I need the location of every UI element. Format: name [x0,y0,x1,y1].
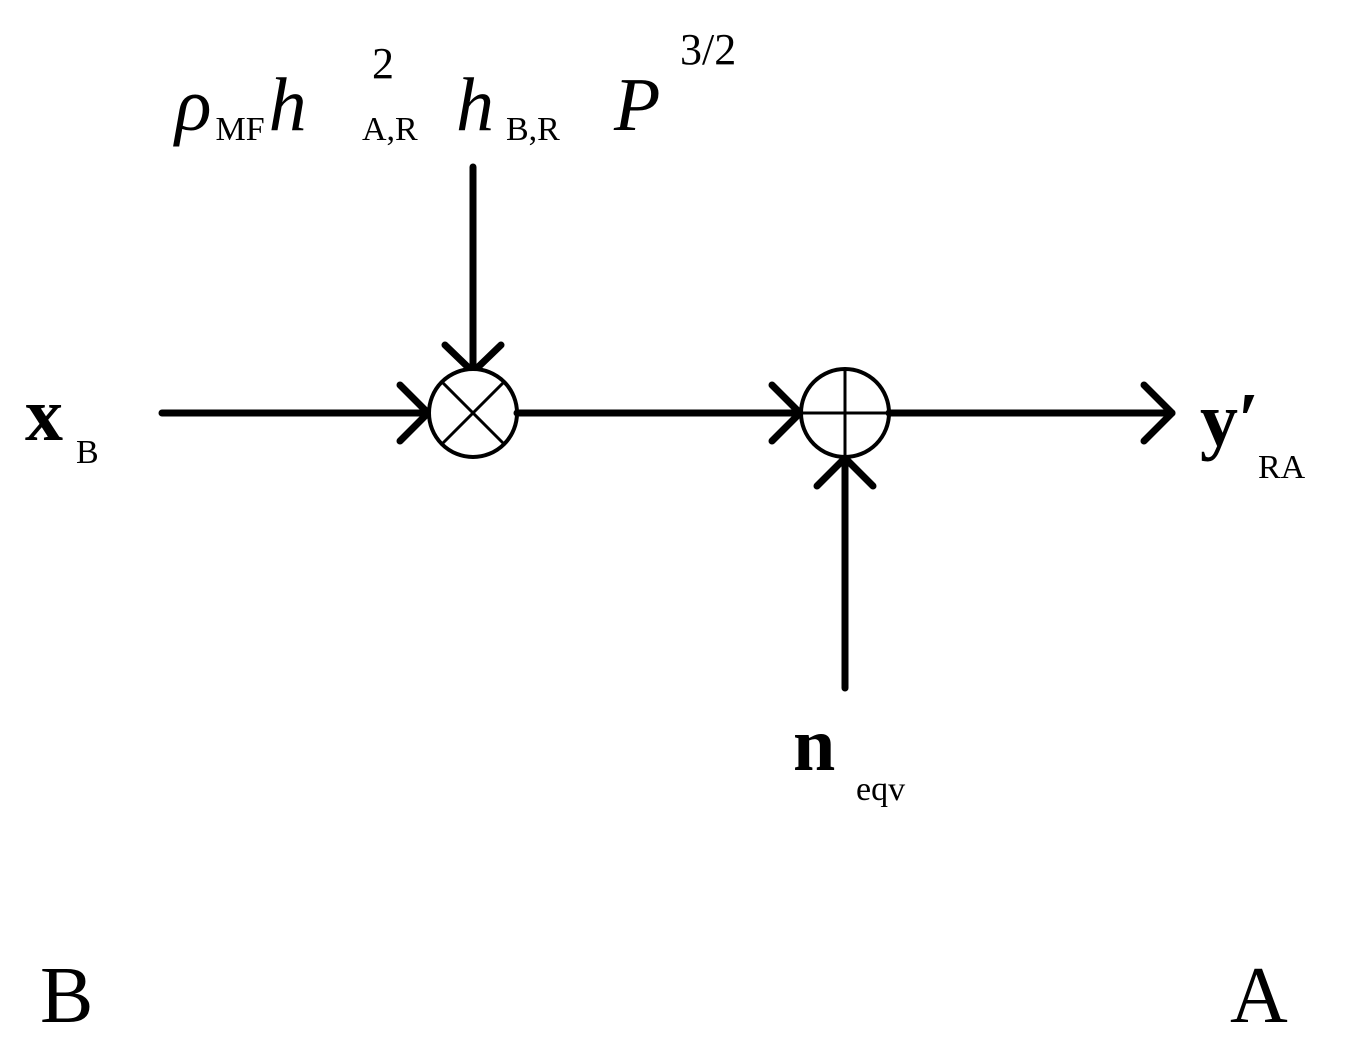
gain-rho-sub: MF [215,111,264,148]
output-symbol: y′ [1200,378,1259,462]
output-arrowhead [1140,381,1176,445]
corner-label-left: B [40,952,93,1040]
input-sub: B [76,434,99,471]
gain-h2-sub: B,R [506,111,560,148]
corner-label-right: A [1230,952,1288,1040]
noise-symbol: n [793,703,835,787]
gain-p-sup: 3/2 [680,25,736,74]
adder-icon [799,367,891,459]
gain-h2: h [456,63,494,147]
gain-p: P [613,63,660,147]
gain-h1-sup: 2 [372,39,394,88]
input-symbol: x [25,373,63,457]
gain-label: ρ MF h [173,63,307,148]
output-sub: RA [1258,449,1306,486]
gain-rho: ρ [173,63,211,147]
multiplier-icon [427,367,519,459]
gain-h1-sub: A,R [362,111,418,148]
noise-arrowhead [813,454,877,490]
noise-sub: eqv [856,771,905,808]
gain-h1: h [269,63,307,147]
